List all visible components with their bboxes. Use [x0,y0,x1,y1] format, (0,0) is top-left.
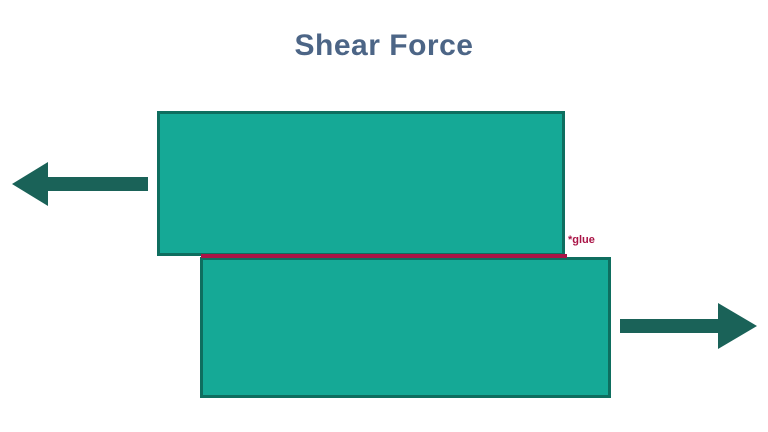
bottom-block [200,257,611,398]
top-block [157,111,565,256]
glue-label: *glue [568,234,595,246]
right-force-arrow-icon [620,303,757,349]
left-force-arrow-icon [12,162,148,206]
glue-joint-line [201,254,567,258]
page-title: Shear Force [294,29,474,62]
